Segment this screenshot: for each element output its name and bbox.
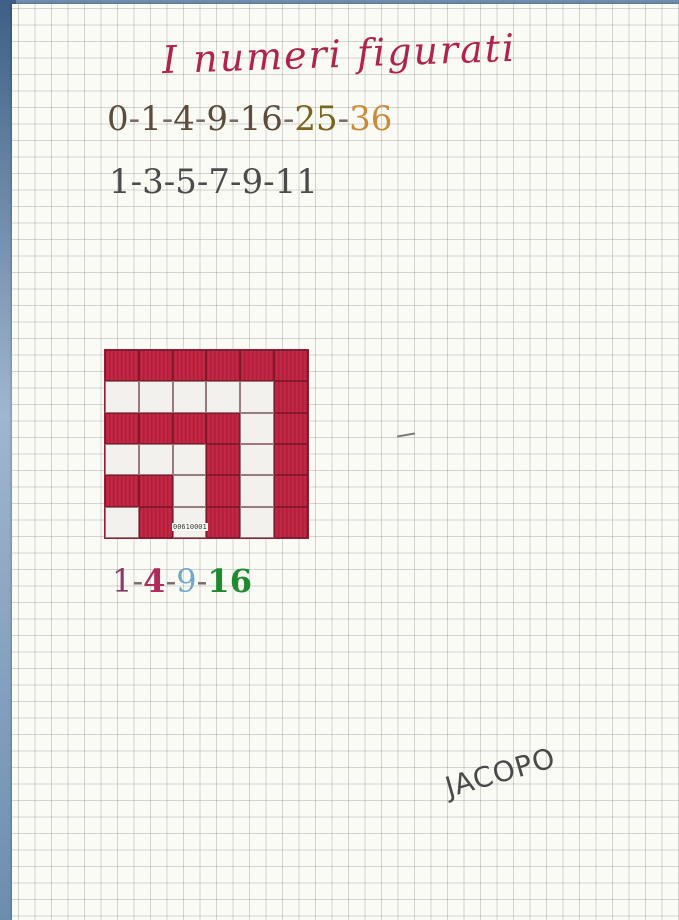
odd-numbers-sequence: 1-3-5-7-9-11 — [109, 162, 318, 202]
red-cell — [139, 507, 173, 538]
red-cell — [274, 413, 308, 444]
figure-value: 4 — [143, 562, 165, 600]
red-cell — [274, 507, 308, 538]
white-cell — [105, 444, 139, 475]
figure-value: 9 — [176, 562, 196, 600]
red-cell — [206, 444, 240, 475]
sequence-value: 1 — [140, 99, 162, 139]
white-cell — [105, 507, 139, 538]
red-cell — [105, 350, 139, 381]
red-cell — [173, 413, 207, 444]
sequence-value: 9 — [206, 99, 228, 139]
red-cell — [240, 350, 274, 381]
red-cell — [206, 475, 240, 506]
red-cell — [139, 350, 173, 381]
white-cell — [139, 381, 173, 412]
red-cell — [274, 475, 308, 506]
pencil-mark — [397, 432, 415, 437]
red-cell — [274, 381, 308, 412]
sequence-value: 16 — [240, 99, 283, 139]
author-signature: JACOPO — [442, 741, 560, 804]
red-cell — [206, 507, 240, 538]
figure-value: 16 — [207, 562, 252, 600]
white-cell — [173, 475, 207, 506]
red-cell — [274, 350, 308, 381]
red-cell — [173, 350, 207, 381]
white-cell — [240, 507, 274, 538]
red-cell — [105, 475, 139, 506]
red-cell — [206, 413, 240, 444]
figure-sequence: 1-4-9-16 — [112, 562, 252, 600]
red-cell — [105, 413, 139, 444]
red-cell — [274, 444, 308, 475]
figure-value: 1 — [112, 562, 132, 600]
red-cell — [139, 413, 173, 444]
red-cell — [206, 350, 240, 381]
white-cell — [240, 475, 274, 506]
white-cell — [173, 381, 207, 412]
white-cell — [240, 413, 274, 444]
white-cell — [240, 444, 274, 475]
sequence-value: 0 — [107, 99, 129, 139]
white-cell — [240, 381, 274, 412]
red-cell — [139, 475, 173, 506]
sequence-value: 25 — [294, 99, 337, 139]
white-cell — [105, 381, 139, 412]
page-title: I numeri figurati — [161, 26, 517, 82]
sequence-value: 36 — [349, 99, 392, 139]
figurate-square-drawing — [104, 349, 309, 539]
white-cell — [139, 444, 173, 475]
sequence-value: 4 — [173, 99, 195, 139]
white-cell — [173, 444, 207, 475]
stamp-label: 00610001 — [172, 523, 208, 531]
white-cell — [206, 381, 240, 412]
squares-sequence: 0-1-4-9-16-25-36 — [107, 99, 392, 139]
grid-paper-sheet: I numeri figurati 0-1-4-9-16-25-36 1-3-5… — [12, 4, 679, 920]
